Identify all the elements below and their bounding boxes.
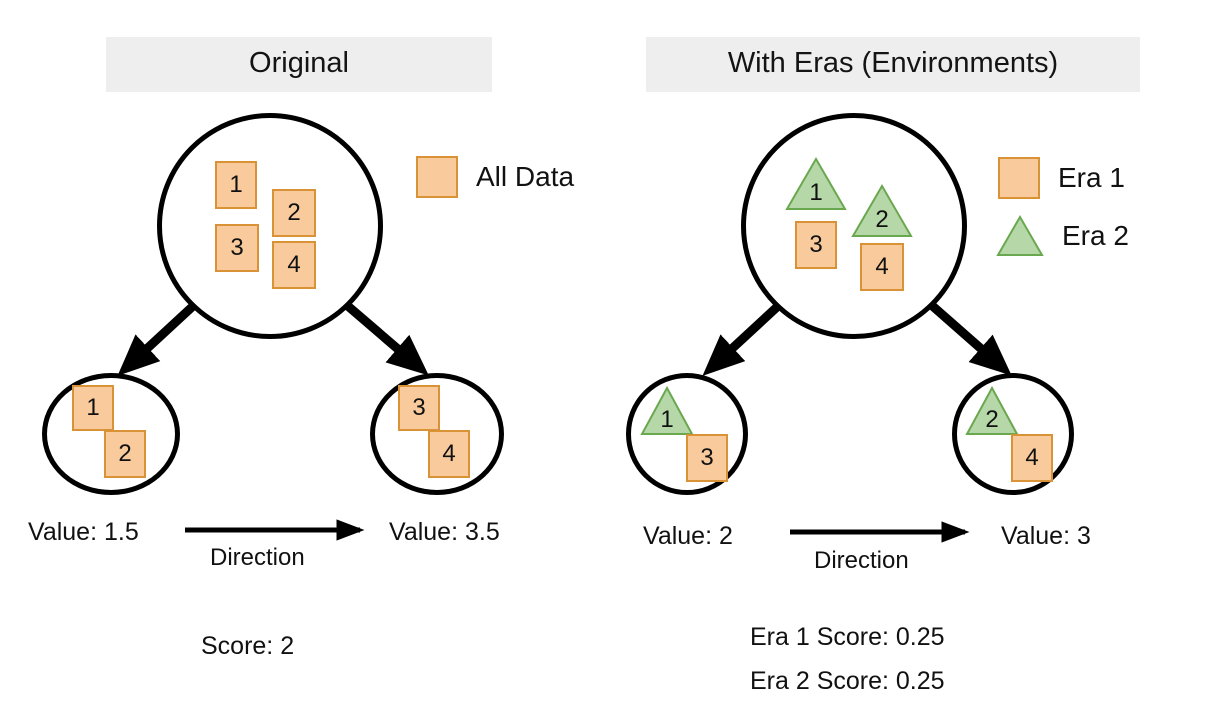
- era-1-score-label: Era 1 Score: 0.25: [750, 623, 945, 651]
- token-label: 2: [875, 206, 889, 233]
- legend-label: Era 1: [1058, 162, 1125, 193]
- score-label: Score: 2: [201, 632, 295, 660]
- direction-label: Direction: [210, 544, 305, 571]
- legend-row-era-2: Era 2: [996, 215, 1129, 257]
- token-triangle-2: 2: [851, 184, 913, 238]
- token-square-3: 3: [686, 434, 728, 482]
- right-child-value-label: Value: 3: [1001, 522, 1091, 550]
- token-triangle-1: 1: [640, 386, 694, 436]
- right-child-value-label: Value: 3.5: [389, 518, 500, 546]
- token-square-1: 1: [215, 161, 257, 209]
- square-icon: [416, 156, 458, 198]
- direction-label: Direction: [814, 547, 909, 574]
- token-label: 3: [809, 231, 823, 258]
- token-square-4: 4: [428, 430, 470, 478]
- token-square-3: 3: [795, 221, 837, 269]
- legend-row-era-1: Era 1: [998, 157, 1125, 199]
- panel-title-original: Original: [106, 37, 492, 92]
- token-square-3: 3: [215, 224, 259, 272]
- token-label: 2: [985, 406, 999, 433]
- token-square-2: 2: [272, 189, 316, 237]
- edge-root-to-right-child: [332, 291, 429, 376]
- legend-row-all-data: All Data: [416, 156, 574, 198]
- with-eras-root-node: [741, 113, 967, 339]
- left-child-value-label: Value: 1.5: [28, 518, 139, 546]
- legend-label: All Data: [476, 161, 575, 192]
- token-square-1: 1: [72, 385, 114, 431]
- original-root-node: [157, 113, 383, 339]
- panel-title-with-eras: With Eras (Environments): [646, 37, 1140, 92]
- token-square-4: 4: [272, 241, 316, 289]
- triangle-icon: [996, 215, 1044, 257]
- token-triangle-2: 2: [965, 386, 1019, 436]
- edge-root-to-right-child: [917, 291, 1012, 376]
- token-square-3: 3: [398, 385, 440, 431]
- token-label: 4: [875, 253, 889, 280]
- token-label: 4: [287, 251, 301, 278]
- token-label: 1: [86, 394, 100, 421]
- token-square-4: 4: [860, 243, 904, 291]
- token-triangle-1: 1: [785, 157, 847, 211]
- token-square-2: 2: [104, 430, 146, 478]
- token-label: 2: [118, 440, 132, 467]
- token-label: 2: [287, 199, 301, 226]
- token-label: 1: [229, 171, 243, 198]
- token-label: 3: [412, 394, 426, 421]
- token-label: 1: [809, 179, 823, 206]
- token-label: 4: [1025, 444, 1039, 471]
- token-square-4: 4: [1011, 434, 1053, 482]
- token-label: 4: [442, 440, 456, 467]
- left-child-value-label: Value: 2: [643, 522, 733, 550]
- legend-label: Era 2: [1062, 220, 1129, 251]
- era-2-score-label: Era 2 Score: 0.25: [750, 667, 945, 695]
- token-label: 3: [230, 234, 244, 261]
- square-icon: [998, 157, 1040, 199]
- token-label: 1: [660, 406, 674, 433]
- token-label: 3: [700, 444, 714, 471]
